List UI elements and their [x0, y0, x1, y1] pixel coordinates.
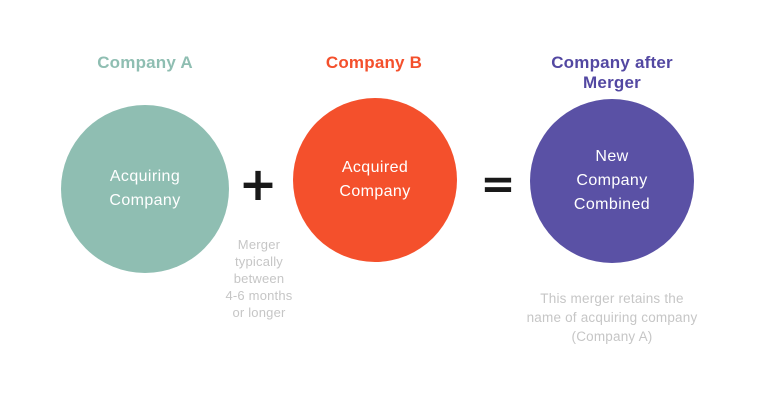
merger-duration-line-1: Merger	[237, 237, 281, 252]
acquiring-company-circle-line-1: Acquiring	[109, 168, 181, 185]
new-company-circle-line-3: Combined	[573, 196, 651, 213]
company-after-merger-title-line-1: Company after	[551, 53, 673, 72]
acquired-company-circle-line-1: Acquired	[341, 159, 409, 176]
merger-note-line-2: name of acquiring company	[526, 310, 698, 325]
company-a-title: Company A	[45, 53, 245, 73]
acquiring-company-circle: Acquiring Company	[61, 105, 229, 273]
acquired-company-circle: Acquired Company	[293, 98, 457, 262]
company-a-title-text: Company A	[97, 53, 193, 72]
merger-name-retention-note: This merger retains the name of acquirin…	[492, 289, 732, 346]
company-after-merger-title: Company after Merger	[512, 53, 712, 93]
company-b-title: Company B	[274, 53, 474, 73]
merger-note-line-3: (Company A)	[571, 329, 653, 344]
merger-duration-line-2: typically	[234, 254, 284, 269]
new-company-combined-circle: New Company Combined	[530, 99, 694, 263]
merger-duration-line-5: or longer	[232, 305, 286, 320]
merger-duration-note: Merger typically between 4-6 months or l…	[194, 236, 324, 321]
merger-duration-line-3: between	[233, 271, 285, 286]
plus-sign: +	[238, 157, 278, 211]
acquired-company-circle-line-2: Company	[339, 183, 411, 200]
new-company-circle-line-2: Company	[576, 172, 648, 189]
company-after-merger-title-line-2: Merger	[583, 73, 641, 92]
equals-sign: =	[480, 158, 516, 208]
merger-note-line-1: This merger retains the	[540, 291, 684, 306]
merger-duration-line-4: 4-6 months	[225, 288, 293, 303]
company-b-title-text: Company B	[325, 53, 423, 72]
new-company-circle-line-1: New	[595, 148, 629, 165]
acquiring-company-circle-line-2: Company	[109, 192, 181, 209]
